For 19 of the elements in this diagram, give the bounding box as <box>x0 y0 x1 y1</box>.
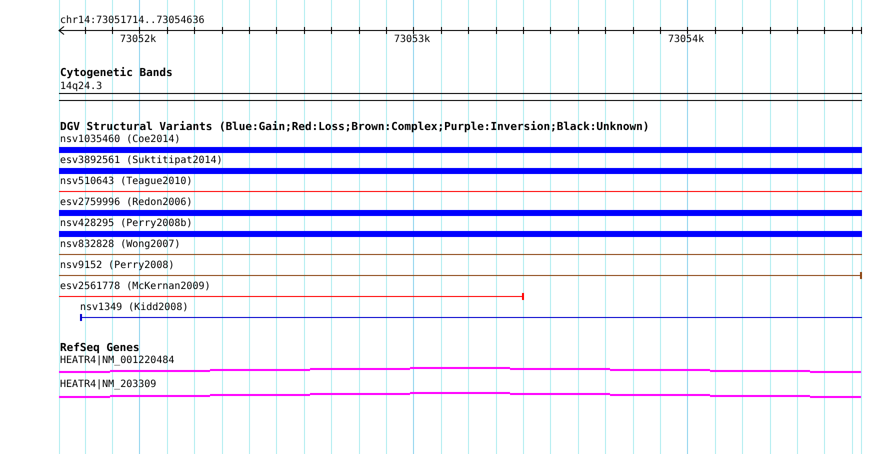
variant-label: esv3892561 (Suktitipat2014) <box>60 155 223 167</box>
tick-label: 73054k <box>668 34 704 46</box>
variant-label: nsv9152 (Perry2008) <box>60 260 174 272</box>
gene-label: HEATR4|NM_203309 <box>60 379 156 391</box>
tick-label: 73053k <box>394 34 430 46</box>
variant-label: esv2759996 (Redon2006) <box>60 197 192 209</box>
tick-label: 73052k <box>120 34 156 46</box>
variant-label: nsv428295 (Perry2008b) <box>60 218 192 230</box>
variant-label: nsv1035460 (Coe2014) <box>60 134 180 146</box>
track-title: DGV Structural Variants (Blue:Gain;Red:Loss;Brown:Complex;Purple:Inversion;Black:Unknown) <box>60 121 650 133</box>
coordinate-label: chr14:73051714..73054636 <box>60 15 204 27</box>
band-label: 14q24.3 <box>60 81 102 93</box>
gene-label: HEATR4|NM_001220484 <box>60 355 174 367</box>
variant-label: nsv510643 (Teague2010) <box>60 176 192 188</box>
track-title: RefSeq Genes <box>60 342 140 354</box>
variant-label: nsv832828 (Wong2007) <box>60 239 180 251</box>
variant-label: nsv1349 (Kidd2008) <box>80 302 188 314</box>
variant-label: esv2561778 (McKernan2009) <box>60 281 211 293</box>
track-title: Cytogenetic Bands <box>60 67 173 79</box>
